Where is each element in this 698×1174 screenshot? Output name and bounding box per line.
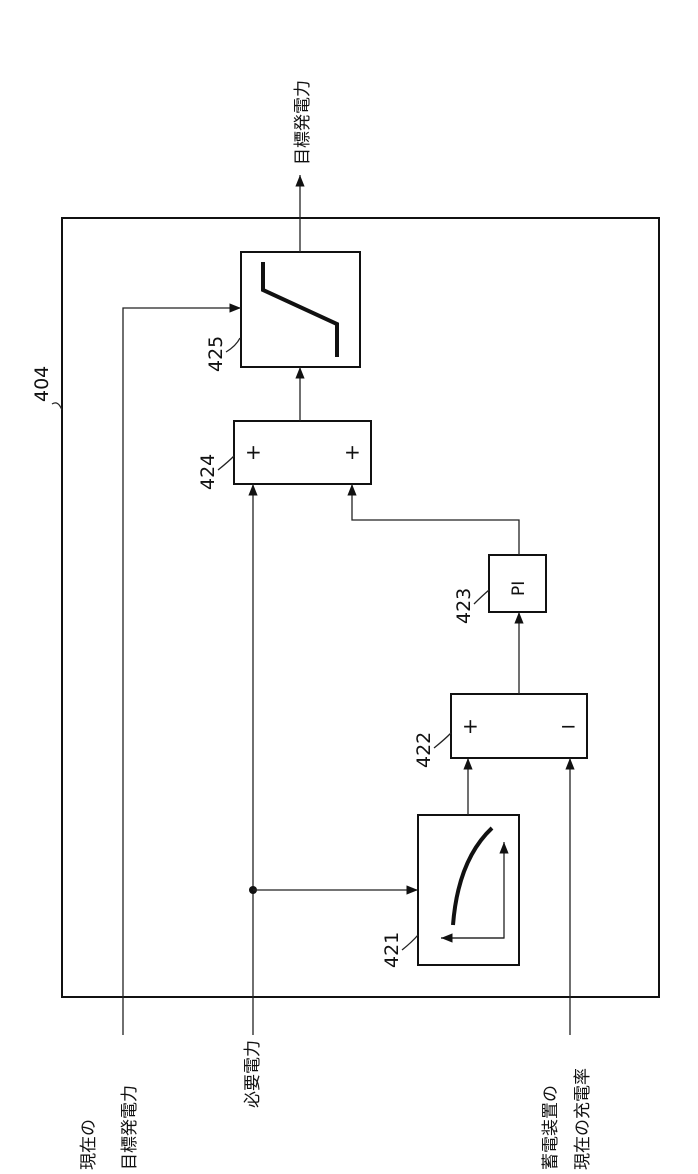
label-404: 404	[31, 366, 53, 402]
current-target-input-line	[123, 308, 241, 1035]
adder-424-plus-2: +	[344, 440, 361, 464]
soc-label-2: 現在の充電率	[573, 1068, 593, 1170]
output-target-power-label: 目標発電力	[293, 80, 313, 165]
label-423: 423	[453, 588, 475, 624]
subtractor-422-plus: +	[462, 714, 479, 738]
pi-label: PI	[509, 581, 529, 596]
soc-label-1: 蓄電装置の	[541, 1085, 561, 1170]
leader-423	[474, 590, 489, 604]
leader-404	[52, 403, 62, 410]
current-target-label-1: 現在の	[79, 1119, 99, 1170]
leader-424	[218, 456, 234, 470]
label-422: 422	[413, 732, 435, 768]
label-421: 421	[381, 932, 403, 968]
leader-422	[434, 733, 451, 748]
adder-424-plus-1: +	[245, 440, 262, 464]
current-target-label-2: 目標発電力	[120, 1085, 140, 1170]
leader-421	[402, 935, 418, 950]
required-power-label: 必要電力	[243, 1040, 263, 1108]
limiter-block-425	[241, 252, 360, 367]
subtractor-422-minus: −	[560, 714, 577, 738]
leader-425	[226, 338, 240, 352]
label-425: 425	[205, 336, 227, 372]
label-424: 424	[197, 454, 219, 490]
arrow-423-to-424	[352, 484, 519, 555]
